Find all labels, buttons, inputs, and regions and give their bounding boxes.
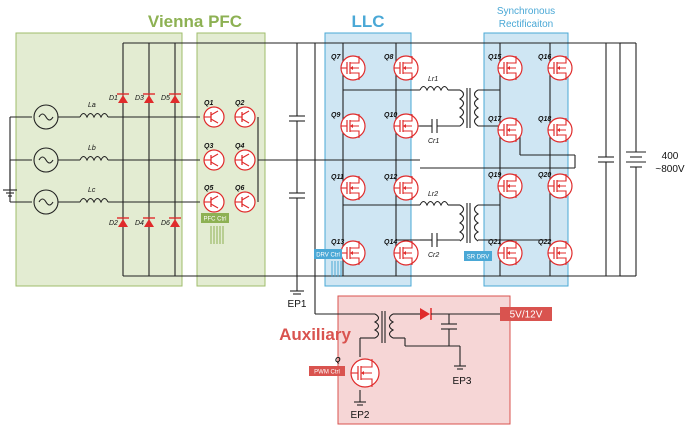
llc-switch-q7 [340,55,366,81]
output-stage [598,42,646,277]
output-voltage-line1: 400 [662,151,679,162]
sr-wiring [420,43,576,276]
pwm-ctrl-text: PWM Ctrl [314,370,340,376]
pfc-switch-q5 [203,191,225,213]
sr-title-line1: Synchronous [497,6,555,17]
sr-switch-q15-label: Q15 [488,54,501,61]
label-d1: D1 [109,95,118,102]
sr-switch-q22-label: Q22 [538,239,551,246]
pfc-ctrl-tag [201,213,229,223]
label-d5: D5 [161,95,170,102]
aux-output-text: 5V/12V [510,310,543,321]
auxiliary-circuit [354,308,500,406]
aux-output-tag [500,307,552,321]
sr-switch-q15 [497,55,523,81]
sr-drv-tag [464,251,492,261]
pfc-switch-q3-label: Q3 [204,143,213,150]
output-voltage-line2: ~800V [655,164,685,175]
drv-ctrl-tag [314,249,342,259]
llc-wiring [342,43,460,276]
pfc-switch-q6 [234,191,256,213]
llc-switch-q14 [393,240,419,266]
label-la: La [88,102,96,109]
llc-switch-q11 [340,175,366,201]
llc-switch-q9-label: Q9 [331,112,340,119]
llc-switch-q12 [393,175,419,201]
label-cr1: Cr1 [428,138,439,145]
label-d4: D4 [135,220,144,227]
vienna-pfc-title: Vienna PFC [148,12,242,31]
sr-switch-q21-label: Q21 [488,239,501,246]
llc-switch-q14-label: Q14 [384,239,397,246]
sr-switch-q18 [547,117,573,143]
pfc-ctrl-text: PFC Ctrl [204,217,227,223]
sr-switch-q20-label: Q20 [538,172,551,179]
llc-switch-q11-label: Q11 [331,174,344,181]
ep2-label: EP2 [351,410,370,421]
pfc-switch-q1-label: Q1 [204,100,213,107]
label-d6: D6 [161,220,170,227]
label-lc: Lc [88,187,96,194]
sr-switch-q18-label: Q18 [538,116,551,123]
label-lr2: Lr2 [428,191,438,198]
sr-switch-q19-label: Q19 [488,172,501,179]
pfc-switch-q6-label: Q6 [235,185,244,192]
dc-buses [123,42,621,277]
pfc-switch-q2-label: Q2 [235,100,244,107]
pfc-switch-q2 [234,106,256,128]
sr-switch-q20 [547,173,573,199]
drv-ctrl-signal-icon [331,261,342,277]
aux-switch-q-label: Q [335,357,341,364]
sr-switch-q19 [497,173,523,199]
sr-switch-q21 [497,240,523,266]
label-lb: Lb [88,145,96,152]
llc-switch-q13 [340,240,366,266]
aux-switch-q [350,358,380,388]
sr-switch-q16 [547,55,573,81]
label-d2: D2 [109,220,118,227]
sr-drv-text: SR DRV [467,255,490,261]
auxiliary-title: Auxiliary [279,325,351,344]
dc-link-capacitors [289,43,375,315]
llc-switch-q9 [340,113,366,139]
ep1-label: EP1 [288,299,307,310]
sr-switch-q16-label: Q16 [538,54,551,61]
label-d3: D3 [135,95,144,102]
llc-title: LLC [351,12,384,31]
llc-switch-q8 [393,55,419,81]
label-lr1: Lr1 [428,76,438,83]
pfc-switch-q1 [203,106,225,128]
ep3-label: EP3 [453,376,472,387]
pfc-switch-q4 [234,149,256,171]
drv-ctrl-text: DRV Ctrl [316,253,340,259]
sr-switch-q17 [497,117,523,143]
sr-switch-q22 [547,240,573,266]
pfc-ctrl-signal-icon [210,226,224,244]
llc-switch-q12-label: Q12 [384,174,397,181]
llc-switch-q13-label: Q13 [331,239,344,246]
label-cr2: Cr2 [428,252,439,259]
pfc-switch-q5-label: Q5 [204,185,213,192]
llc-switch-q10 [393,113,419,139]
sr-switch-q17-label: Q17 [488,116,502,123]
transformers [458,88,520,243]
pfc-switch-q4-label: Q4 [235,143,244,150]
pfc-switch-q3 [203,149,225,171]
pwm-ctrl-tag [309,366,345,376]
llc-switch-q10-label: Q10 [384,112,397,119]
llc-switch-q7-label: Q7 [331,54,341,61]
diode-bridge [117,43,181,276]
sr-title-line2: Rectificaiton [499,19,553,30]
ac-sources [3,104,80,215]
llc-switch-q8-label: Q8 [384,54,393,61]
